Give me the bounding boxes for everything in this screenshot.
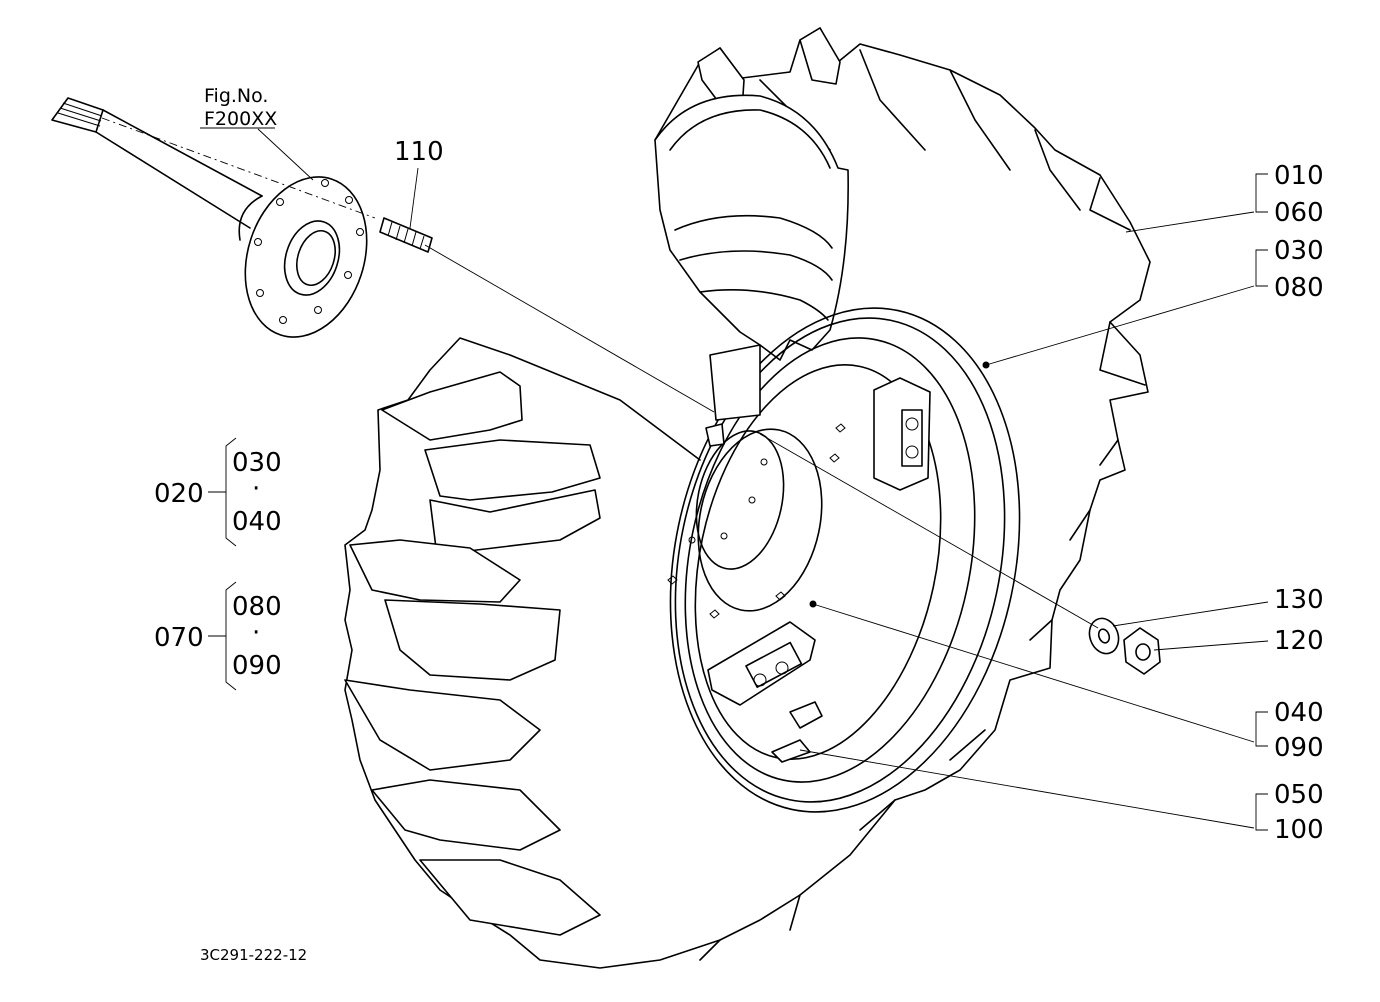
axle-shaft — [51, 97, 263, 241]
axle-flange — [244, 176, 368, 338]
fig-no-label: Fig.No. — [204, 85, 268, 107]
stud-bolt — [379, 217, 433, 253]
group-070-sep: · — [252, 618, 260, 648]
leader-lines — [200, 127, 1269, 831]
callout-050: 050 — [1274, 780, 1324, 810]
callout-010: 010 — [1274, 161, 1324, 191]
callout-030: 030 — [1274, 236, 1324, 266]
callout-090: 090 — [1274, 733, 1324, 763]
callout-130: 130 — [1274, 585, 1324, 615]
callout-040: 040 — [1274, 698, 1324, 728]
tire — [344, 27, 1151, 969]
callout-060: 060 — [1274, 198, 1324, 228]
axle-centerline — [101, 117, 376, 219]
tire-cross-section — [654, 94, 849, 361]
wheel-rim — [667, 307, 1021, 813]
group-020-top: 030 — [232, 448, 282, 478]
group-020-label: 020 — [154, 479, 204, 509]
drawing-code: 3C291-222-12 — [200, 946, 307, 964]
group-020-sep: · — [252, 474, 260, 504]
nut — [1123, 627, 1161, 675]
washer — [1088, 617, 1120, 655]
callout-100: 100 — [1274, 815, 1324, 845]
group-070-bottom: 090 — [232, 651, 282, 681]
group-070-label: 070 — [154, 623, 204, 653]
group-020-bottom: 040 — [232, 507, 282, 537]
group-070-top: 080 — [232, 592, 282, 622]
callout-120: 120 — [1274, 626, 1324, 656]
fig-ref-label: F200XX — [204, 108, 277, 130]
callout-080: 080 — [1274, 273, 1324, 303]
callout-110: 110 — [394, 137, 444, 167]
